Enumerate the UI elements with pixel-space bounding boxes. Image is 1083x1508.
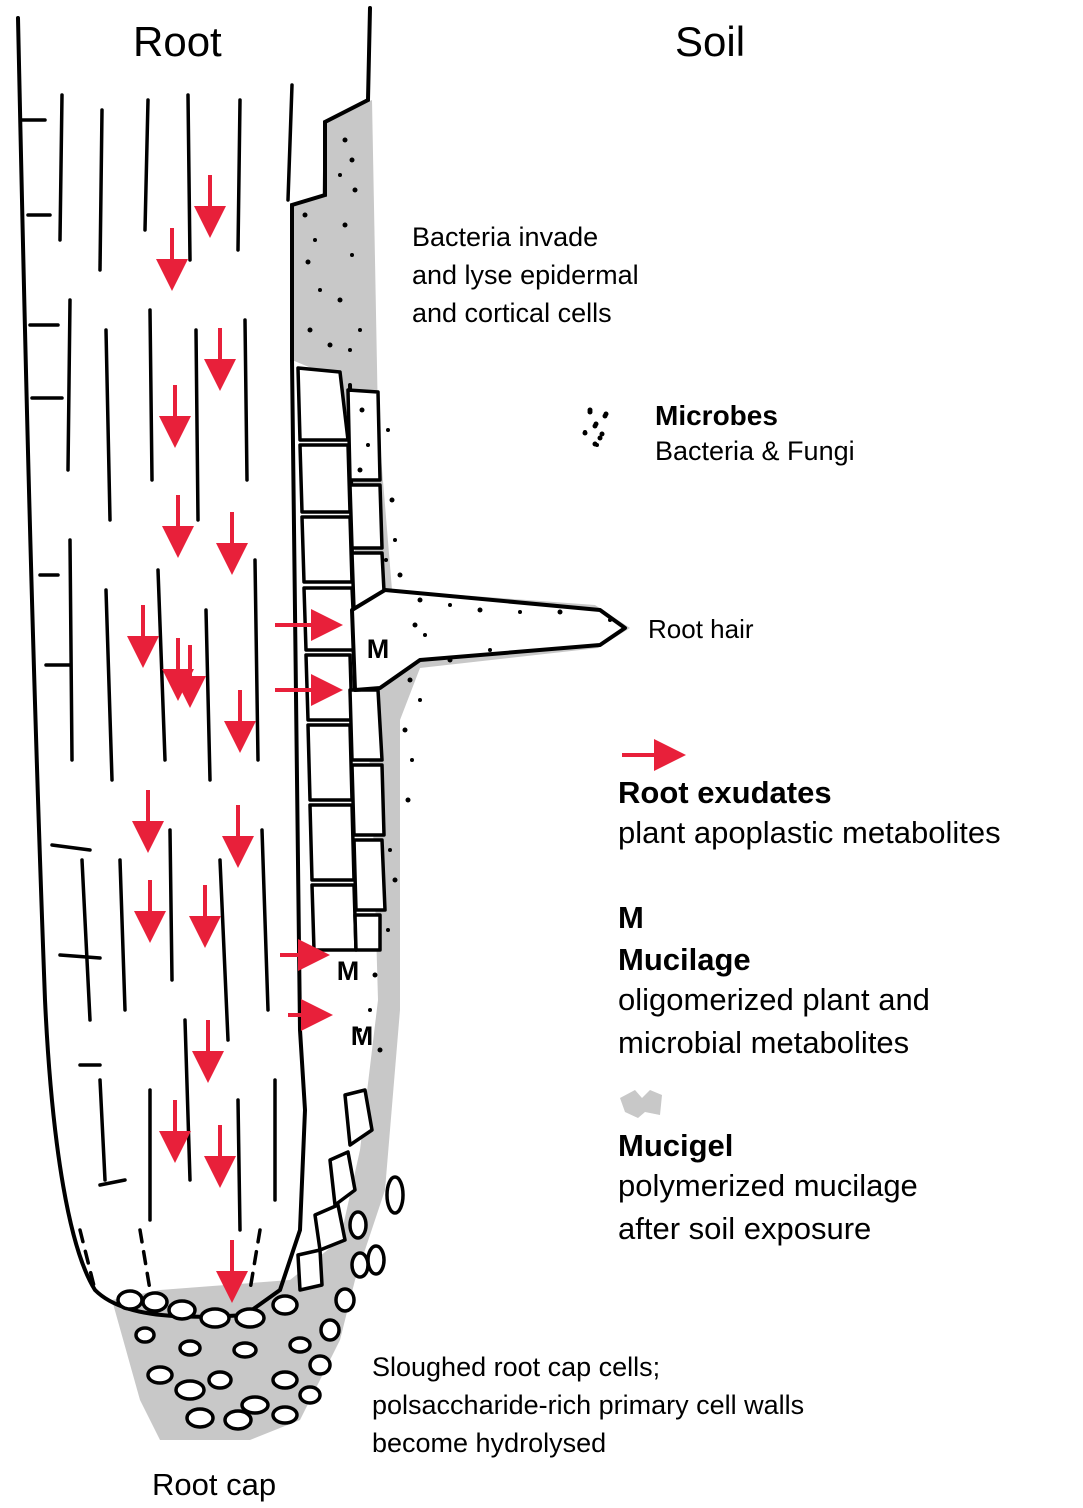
sloughed-note-line: polsaccharide-rich primary cell walls	[372, 1386, 804, 1424]
sloughed-note-line: Sloughed root cap cells;	[372, 1348, 804, 1386]
sloughed-note-line: become hydrolysed	[372, 1424, 804, 1462]
legend-mucilage-desc-line: microbial metabolites	[618, 1021, 930, 1064]
legend-exudates: Root exudates plant apoplastic metabolit…	[618, 775, 1001, 854]
bacteria-note-line: and cortical cells	[412, 294, 639, 332]
root-hair-label: Root hair	[648, 614, 754, 645]
mucilage-marker: M	[351, 1021, 374, 1051]
mucigel-patch-icon	[620, 1090, 662, 1118]
legend-microbes-desc: Bacteria & Fungi	[655, 436, 855, 467]
legend-mucilage-symbol: M	[618, 900, 930, 936]
legend-mucigel: Mucigel polymerized mucilage after soil …	[618, 1128, 918, 1250]
bacteria-note: Bacteria invade and lyse epidermal and c…	[412, 218, 639, 332]
soil-title: Soil	[675, 18, 745, 66]
legend-mucilage-desc-line: oligomerized plant and	[618, 978, 930, 1021]
legend-mucigel-desc-line: after soil exposure	[618, 1207, 918, 1250]
legend-mucigel-title: Mucigel	[618, 1128, 918, 1164]
legend-exudates-desc: plant apoplastic metabolites	[618, 811, 1001, 854]
legend-mucilage-title: Mucilage	[618, 942, 930, 978]
bacteria-note-line: Bacteria invade	[412, 218, 639, 256]
bacteria-note-line: and lyse epidermal	[412, 256, 639, 294]
legend-mucilage: M Mucilage oligomerized plant and microb…	[618, 900, 930, 1064]
root-title: Root	[133, 18, 222, 66]
mucilage-marker: M	[367, 634, 390, 664]
legend-microbes: Microbes Bacteria & Fungi	[655, 400, 855, 467]
root-cap-label: Root cap	[152, 1467, 276, 1503]
cortex-cell-lines	[22, 85, 292, 1290]
legend-mucigel-desc-line: polymerized mucilage	[618, 1164, 918, 1207]
sloughed-note: Sloughed root cap cells; polsaccharide-r…	[372, 1348, 804, 1462]
legend-exudates-title: Root exudates	[618, 775, 1001, 811]
mucilage-marker: M	[337, 956, 360, 986]
legend-microbes-title: Microbes	[655, 400, 855, 432]
